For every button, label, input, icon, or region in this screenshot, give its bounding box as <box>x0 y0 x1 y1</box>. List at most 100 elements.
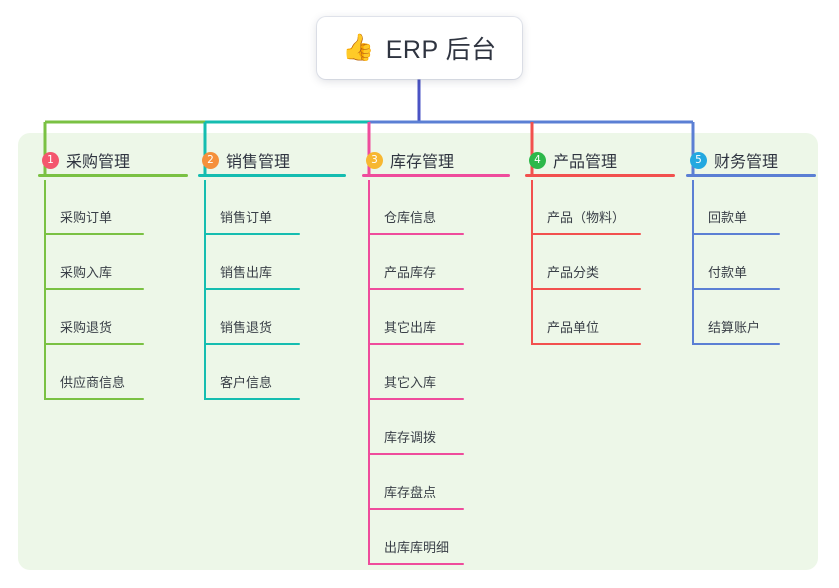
item-label: 供应商信息 <box>60 375 126 390</box>
item-spine <box>368 510 370 565</box>
branch-item[interactable]: 产品单位 <box>525 290 641 345</box>
branch-item[interactable]: 其它出库 <box>362 290 464 345</box>
branch-item[interactable]: 销售出库 <box>198 235 300 290</box>
item-label: 库存盘点 <box>384 485 437 500</box>
item-underline <box>368 563 464 565</box>
item-label: 采购订单 <box>60 210 113 225</box>
item-label: 销售出库 <box>220 265 273 280</box>
item-underline <box>204 233 300 235</box>
item-label: 客户信息 <box>220 375 273 390</box>
branch-item[interactable]: 其它入库 <box>362 345 464 400</box>
branch-item-list: 回款单付款单结算账户 <box>686 180 780 345</box>
item-underline <box>44 343 144 345</box>
branch-item[interactable]: 付款单 <box>686 235 780 290</box>
branch-item-list: 销售订单销售出库销售退货客户信息 <box>198 180 300 400</box>
branch-title: 库存管理 <box>390 154 455 171</box>
item-spine <box>44 180 46 235</box>
item-underline <box>692 233 780 235</box>
item-spine <box>44 235 46 290</box>
item-label: 产品（物料） <box>547 210 626 225</box>
item-spine <box>531 235 533 290</box>
branch-column-5: 5 财务管理回款单付款单结算账户 <box>686 143 816 345</box>
item-underline <box>531 288 641 290</box>
item-spine <box>692 235 694 290</box>
item-label: 回款单 <box>708 210 748 225</box>
item-underline <box>692 288 780 290</box>
item-spine <box>531 290 533 345</box>
branch-item[interactable]: 仓库信息 <box>362 180 464 235</box>
item-label: 产品分类 <box>547 265 600 280</box>
branch-item[interactable]: 采购入库 <box>38 235 144 290</box>
item-spine <box>692 180 694 235</box>
item-underline <box>531 343 641 345</box>
item-label: 库存调拨 <box>384 430 437 445</box>
item-underline <box>368 508 464 510</box>
item-label: 仓库信息 <box>384 210 437 225</box>
branch-index-badge: 5 <box>690 151 707 169</box>
item-label: 产品库存 <box>384 265 437 280</box>
item-underline <box>204 343 300 345</box>
branch-item[interactable]: 销售退货 <box>198 290 300 345</box>
item-underline <box>692 343 780 345</box>
item-spine <box>368 180 370 235</box>
item-underline <box>204 398 300 400</box>
branch-item[interactable]: 库存调拨 <box>362 400 464 455</box>
item-spine <box>368 400 370 455</box>
branch-item[interactable]: 客户信息 <box>198 345 300 400</box>
branch-index-badge: 4 <box>529 151 546 169</box>
item-spine <box>692 290 694 345</box>
branch-header-5[interactable]: 5 财务管理 <box>686 143 816 177</box>
item-label: 其它入库 <box>384 375 437 390</box>
mindmap-panel <box>18 133 818 570</box>
root-node-card[interactable]: 👍 ERP 后台 <box>317 17 522 79</box>
branch-item[interactable]: 回款单 <box>686 180 780 235</box>
branch-item[interactable]: 产品库存 <box>362 235 464 290</box>
item-spine <box>204 180 206 235</box>
item-underline <box>531 233 641 235</box>
branch-item[interactable]: 结算账户 <box>686 290 780 345</box>
item-underline <box>44 233 144 235</box>
item-underline <box>368 398 464 400</box>
branch-item[interactable]: 产品（物料） <box>525 180 641 235</box>
item-label: 结算账户 <box>708 320 761 335</box>
branch-index-badge: 3 <box>366 151 383 169</box>
branch-item[interactable]: 库存盘点 <box>362 455 464 510</box>
item-label: 销售订单 <box>220 210 273 225</box>
branch-item[interactable]: 销售订单 <box>198 180 300 235</box>
branch-title: 财务管理 <box>714 154 779 171</box>
item-spine <box>204 235 206 290</box>
thumbs-up-emoji: 👍 <box>342 33 375 63</box>
branch-header-2[interactable]: 2 销售管理 <box>198 143 346 177</box>
item-label: 采购入库 <box>60 265 113 280</box>
branch-title: 产品管理 <box>553 154 618 171</box>
item-underline <box>44 398 144 400</box>
branch-item[interactable]: 出库库明细 <box>362 510 464 565</box>
item-spine <box>368 290 370 345</box>
branch-item-list: 产品（物料） 产品分类产品单位 <box>525 180 641 345</box>
item-underline <box>368 343 464 345</box>
page-title: ERP 后台 <box>385 36 497 64</box>
item-label: 产品单位 <box>547 320 600 335</box>
item-spine <box>368 455 370 510</box>
branch-item[interactable]: 采购订单 <box>38 180 144 235</box>
branch-column-2: 2 销售管理销售订单销售出库销售退货客户信息 <box>198 143 346 400</box>
branch-item[interactable]: 采购退货 <box>38 290 144 345</box>
branch-index-badge: 1 <box>42 151 59 169</box>
item-label: 销售退货 <box>220 320 273 335</box>
branch-item[interactable]: 供应商信息 <box>38 345 144 400</box>
item-underline <box>368 288 464 290</box>
branch-item[interactable]: 产品分类 <box>525 235 641 290</box>
item-spine <box>44 345 46 400</box>
branch-item-list: 仓库信息产品库存其它出库其它入库库存调拨库存盘点出库库明细 <box>362 180 464 565</box>
item-spine <box>368 345 370 400</box>
branch-underline <box>525 174 675 177</box>
branch-index-badge: 2 <box>202 151 219 169</box>
branch-underline <box>198 174 346 177</box>
branch-title: 销售管理 <box>226 154 291 171</box>
item-label: 采购退货 <box>60 320 113 335</box>
branch-header-4[interactable]: 4 产品管理 <box>525 143 675 177</box>
branch-header-3[interactable]: 3 库存管理 <box>362 143 510 177</box>
item-underline <box>204 288 300 290</box>
